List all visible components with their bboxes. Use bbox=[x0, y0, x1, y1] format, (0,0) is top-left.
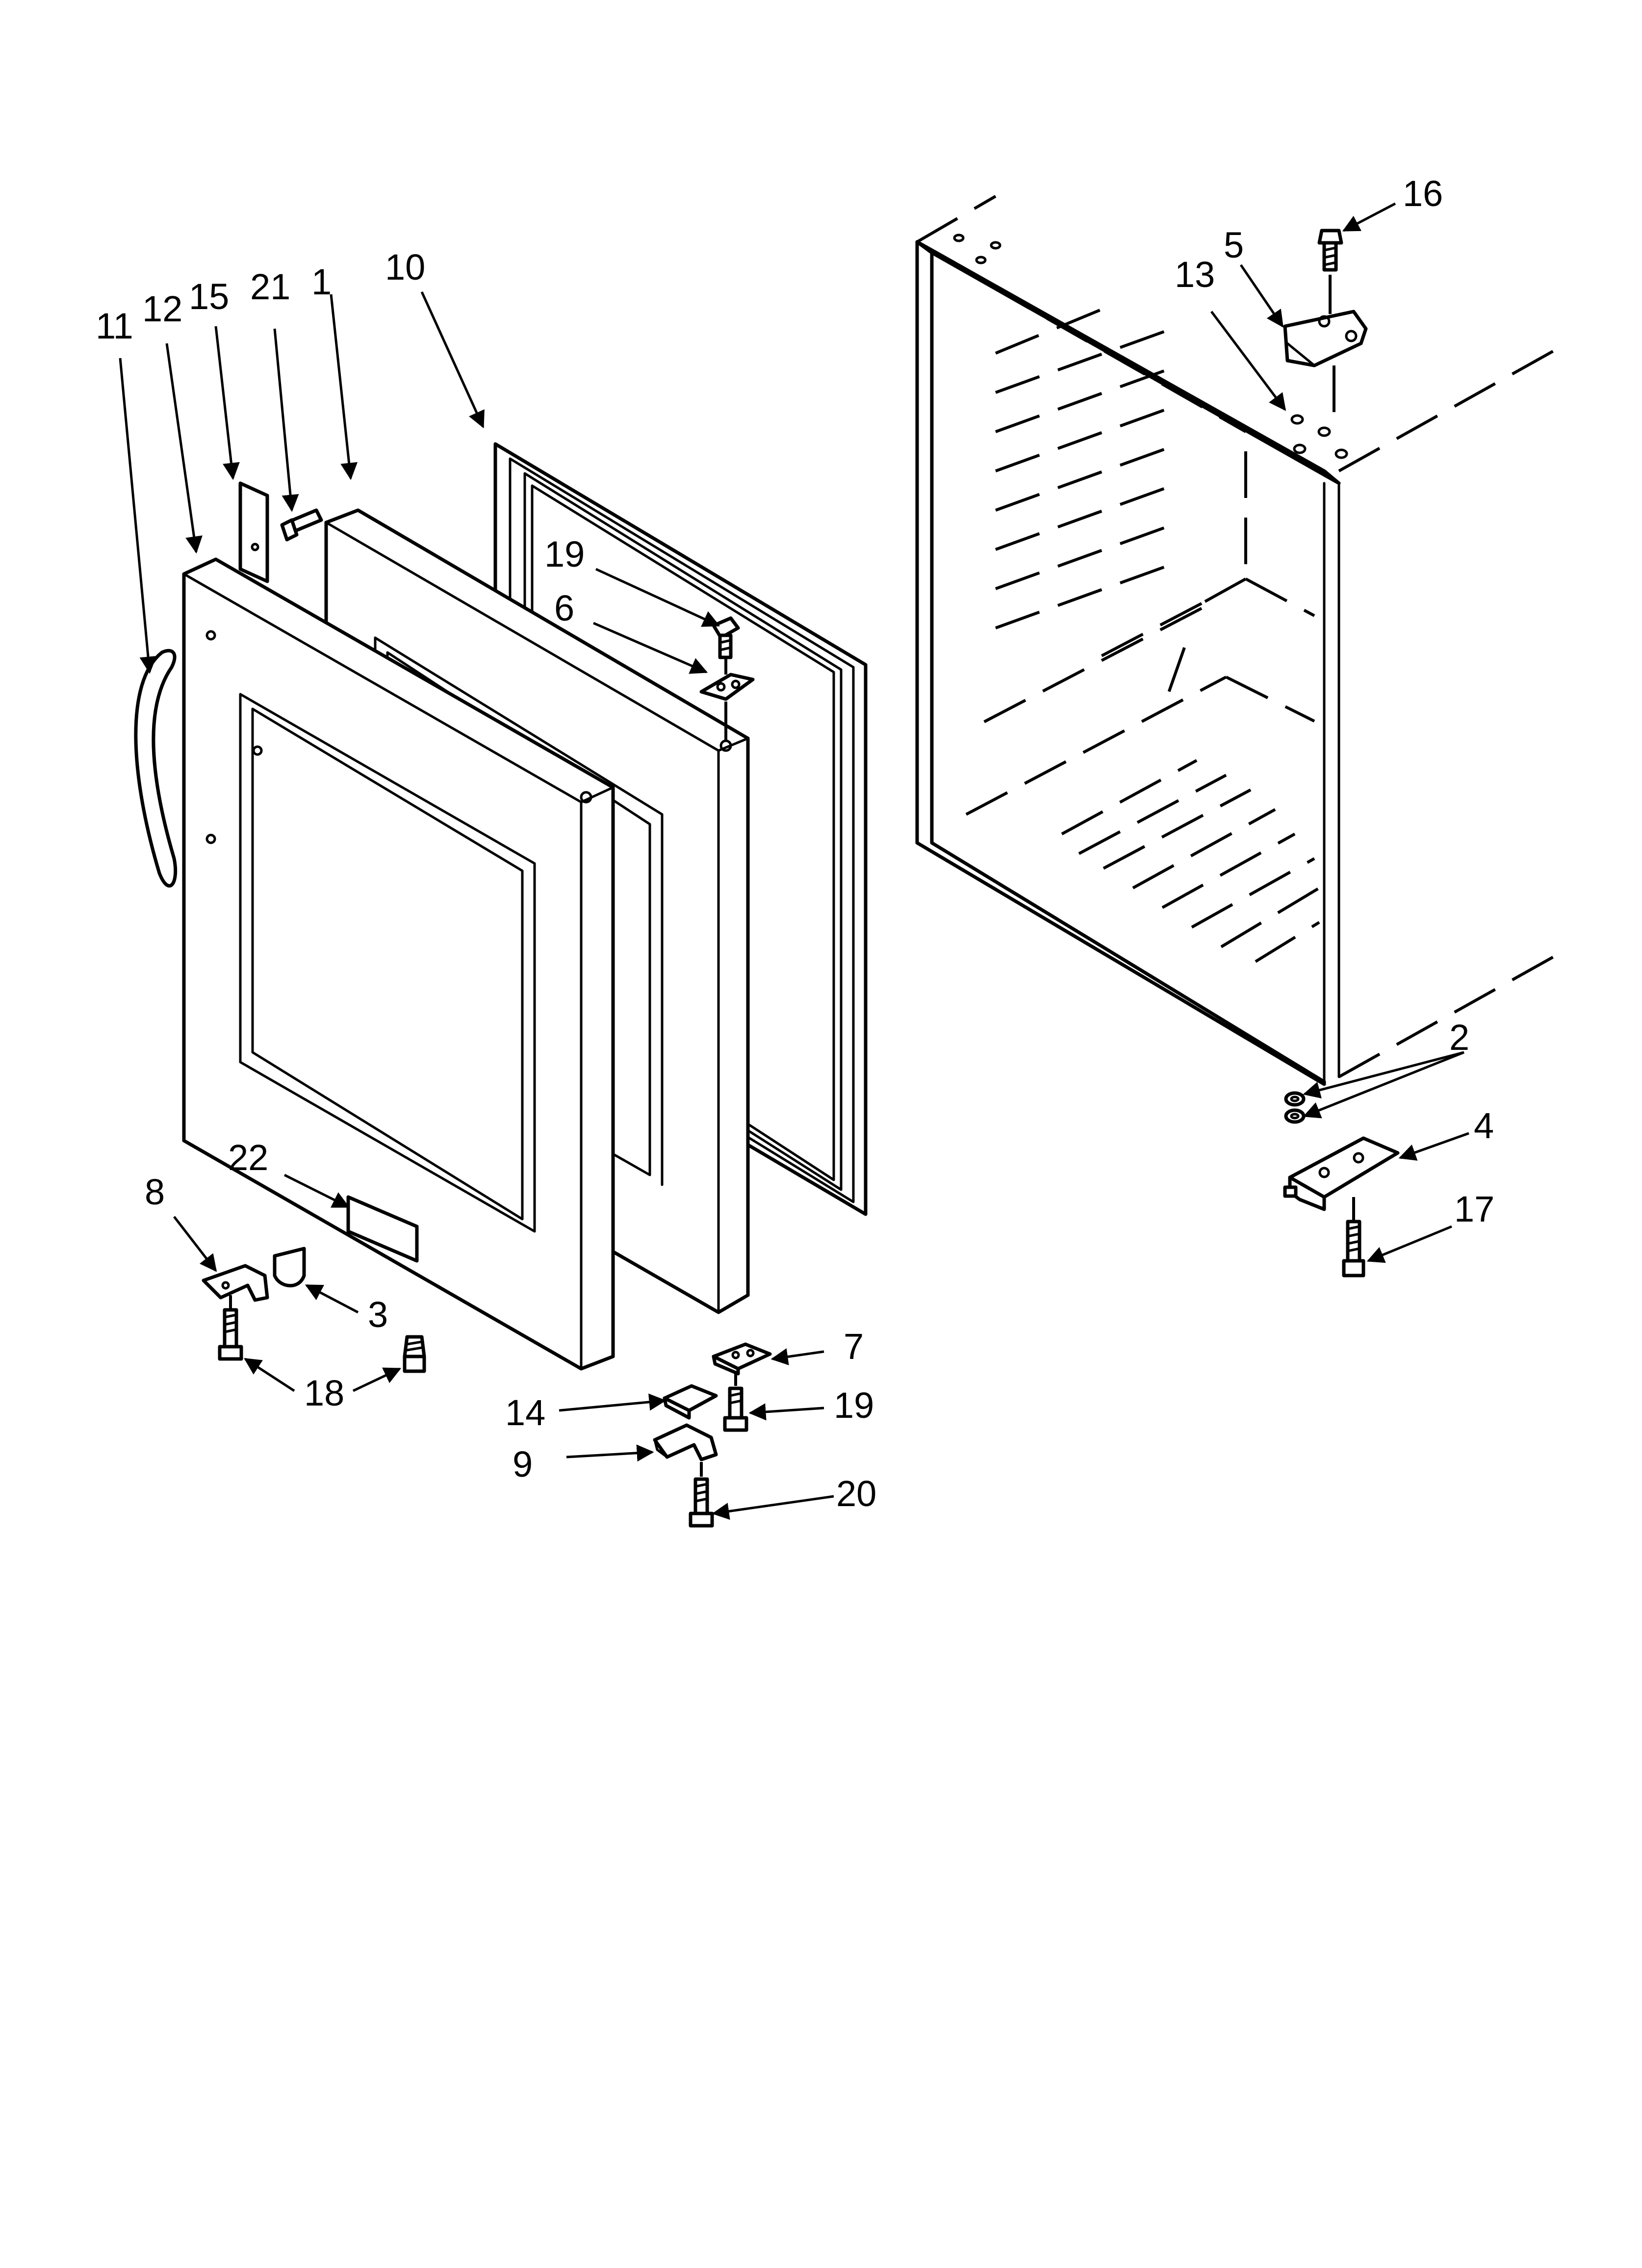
callout-4: 4 bbox=[1474, 1105, 1494, 1146]
washers-part-2 bbox=[1284, 1091, 1306, 1124]
screw-part-17 bbox=[1342, 1197, 1365, 1277]
callout-8: 8 bbox=[145, 1172, 165, 1212]
callout-13: 13 bbox=[1175, 254, 1215, 295]
door-panel-part-12 bbox=[182, 557, 615, 1371]
cabinet-floor-grille bbox=[1061, 759, 1320, 963]
stop-part-3 bbox=[273, 1247, 306, 1288]
callout-6: 6 bbox=[554, 588, 574, 628]
hinge-screw-part-16 bbox=[1317, 229, 1343, 314]
callout-labels: 1 2 3 4 5 6 7 8 9 10 11 12 13 14 15 16 1… bbox=[96, 173, 1494, 1514]
screw-part-20 bbox=[689, 1477, 714, 1528]
callout-20: 20 bbox=[836, 1473, 876, 1514]
callout-5: 5 bbox=[1224, 225, 1244, 265]
screw-part-18-left bbox=[218, 1295, 243, 1361]
callout-17: 17 bbox=[1454, 1189, 1494, 1229]
screw-part-18-right bbox=[403, 1335, 426, 1373]
hinge-part-7 bbox=[712, 1342, 772, 1386]
callout-9: 9 bbox=[513, 1444, 533, 1485]
callout-1: 1 bbox=[311, 261, 332, 302]
door-handle-part-11 bbox=[134, 649, 178, 888]
screw-part-19-lower bbox=[723, 1386, 748, 1432]
callout-19-upper: 19 bbox=[544, 534, 585, 574]
callout-18: 18 bbox=[304, 1373, 344, 1413]
callout-19-lower: 19 bbox=[834, 1385, 874, 1426]
cabinet-vent-slots bbox=[995, 305, 1173, 629]
callout-11: 11 bbox=[96, 306, 133, 346]
bracket-part-9 bbox=[653, 1423, 718, 1477]
screw-part-21 bbox=[280, 508, 323, 542]
trim-strip-part-15 bbox=[238, 481, 269, 583]
nameplate-part-22 bbox=[346, 1195, 419, 1263]
callout-14: 14 bbox=[505, 1392, 545, 1433]
cabinet bbox=[915, 195, 1568, 1086]
callout-16: 16 bbox=[1403, 173, 1443, 214]
callout-3: 3 bbox=[368, 1294, 388, 1335]
callout-15: 15 bbox=[189, 276, 229, 317]
callout-2: 2 bbox=[1449, 1017, 1469, 1058]
upper-hinge-part-5 bbox=[1283, 310, 1368, 427]
hinge-bracket-part-6 bbox=[699, 673, 755, 741]
bracket-part-8 bbox=[202, 1264, 269, 1302]
callout-22: 22 bbox=[228, 1137, 268, 1178]
callout-10: 10 bbox=[385, 247, 425, 287]
plate-part-14 bbox=[663, 1384, 718, 1420]
lower-hinge-part-4 bbox=[1283, 1136, 1400, 1211]
callout-7: 7 bbox=[844, 1326, 864, 1367]
callout-21: 21 bbox=[250, 266, 290, 307]
callout-12: 12 bbox=[142, 288, 182, 329]
callout-leaders bbox=[119, 202, 1469, 1520]
